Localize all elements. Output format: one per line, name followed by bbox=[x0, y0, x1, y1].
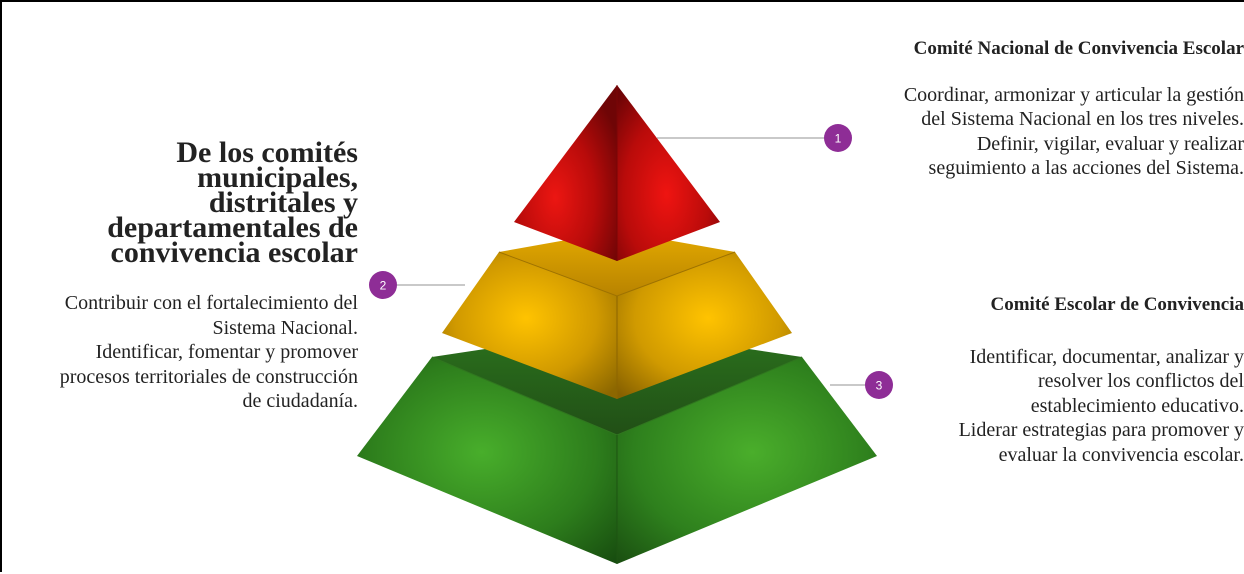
badge-circle-1 bbox=[824, 124, 852, 152]
level-2-description: De los comités municipales, distritales … bbox=[16, 136, 358, 414]
middle-tier-left-face bbox=[442, 252, 617, 399]
connector-lines bbox=[397, 137, 866, 386]
badge-number-3: 3 bbox=[876, 379, 883, 393]
level-2-text: Contribuir con el fortalecimiento del Si… bbox=[59, 292, 358, 412]
level-2-title: De los comités municipales, distritales … bbox=[107, 136, 358, 269]
level-1-text: Coordinar, armonizar y articular la gest… bbox=[903, 83, 1244, 180]
number-badge-2: 2 bbox=[369, 271, 397, 299]
level-1-description: Comité Nacional de Convivencia Escolar C… bbox=[844, 37, 1244, 181]
bottom-tier-right-face bbox=[617, 357, 877, 564]
level-3-description: Comité Escolar de Convivencia Identifica… bbox=[884, 293, 1244, 467]
level-3-text: Identificar, documentar, analizar y reso… bbox=[958, 345, 1244, 466]
number-badges: 1 2 3 bbox=[369, 124, 893, 399]
top-tier bbox=[514, 85, 720, 261]
level-1-title: Comité Nacional de Convivencia Escolar bbox=[913, 38, 1244, 59]
level-3-title: Comité Escolar de Convivencia bbox=[990, 294, 1244, 315]
badge-number-2: 2 bbox=[380, 279, 387, 293]
number-badge-3: 3 bbox=[865, 371, 893, 399]
top-tier-left-face bbox=[514, 85, 617, 261]
bottom-tier-left-face bbox=[357, 357, 617, 564]
badge-circle-2 bbox=[369, 271, 397, 299]
number-badge-1: 1 bbox=[824, 124, 852, 152]
middle-tier-top-face bbox=[499, 231, 735, 296]
middle-tier bbox=[442, 231, 792, 399]
badge-circle-3 bbox=[865, 371, 893, 399]
top-tier-right-face bbox=[617, 85, 720, 261]
badge-number-1: 1 bbox=[835, 132, 842, 146]
middle-tier-right-face bbox=[617, 252, 792, 399]
